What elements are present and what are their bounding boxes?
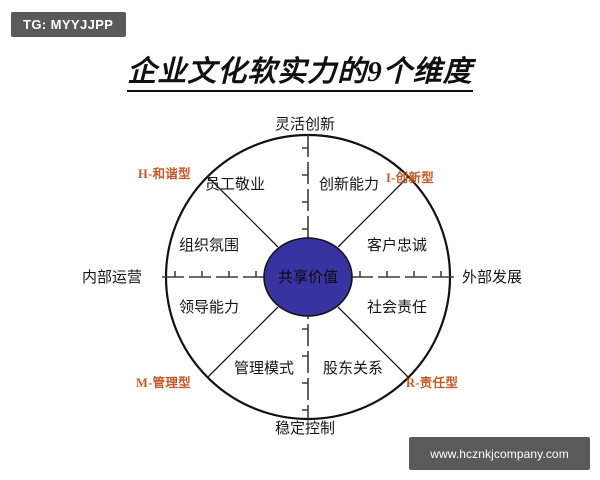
sector-label-customer-loyalty: 客户忠诚 (367, 237, 428, 254)
corner-label-management: M-管理型 (136, 376, 191, 390)
corner-label-responsibility: R-责任型 (406, 376, 459, 390)
sector-label-organizational-climate: 组织氛围 (179, 237, 240, 254)
sector-label-social-responsibility: 社会责任 (367, 299, 428, 316)
tg-watermark: TG: MYYJJPP (11, 12, 127, 37)
axis-label-bottom: 稳定控制 (275, 420, 336, 437)
spoke-upper-right (337, 175, 410, 248)
diagonal-spokes (206, 175, 410, 379)
page-title: 企业文化软实力的9个维度 (0, 58, 600, 92)
spoke-upper-left (206, 175, 279, 248)
spoke-lower-left (206, 306, 279, 379)
page-title-text: 企业文化软实力的9个维度 (127, 58, 473, 92)
sector-label-employee-engagement: 员工敬业 (205, 176, 266, 193)
site-watermark: www.hcznkjcompany.com (409, 437, 590, 470)
vertical-axis-ticks (302, 147, 308, 411)
axis-label-right: 外部发展 (462, 269, 523, 286)
corner-label-harmony: H-和谐型 (138, 167, 191, 181)
sector-label-leadership: 领导能力 (179, 299, 240, 316)
sector-label-management-model: 管理模式 (234, 360, 295, 377)
spoke-lower-right (337, 306, 410, 379)
core-label-shared-values: 共享价值 (278, 269, 339, 286)
horizontal-axis-ticks (174, 271, 442, 277)
axis-label-left: 内部运营 (82, 269, 143, 286)
sector-label-shareholder-relations: 股东关系 (323, 360, 384, 377)
axis-label-top: 灵活创新 (275, 116, 336, 133)
core-ellipse (263, 237, 353, 317)
sector-label-innovation-capability: 创新能力 (319, 176, 380, 193)
corner-label-innovation: I-创新型 (386, 171, 435, 185)
